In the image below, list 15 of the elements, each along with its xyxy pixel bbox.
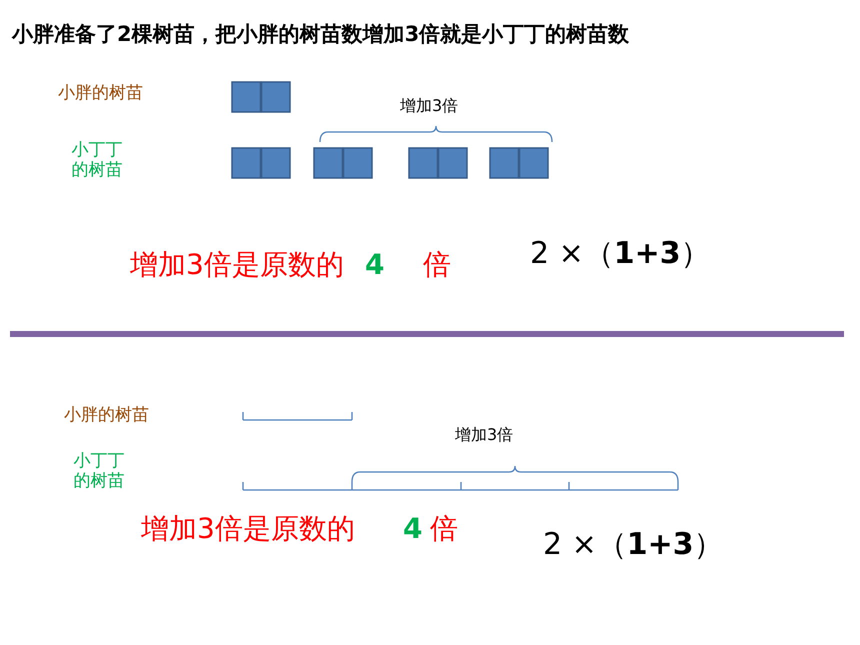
formula-text: 2 ×（1+3） <box>543 528 724 562</box>
formula-text: 2 ×（1+3） <box>530 237 711 272</box>
brace-label: 增加3倍 <box>400 97 458 116</box>
statement-text: 倍 <box>423 249 451 282</box>
row-label: 小胖的树苗 <box>58 84 143 104</box>
highlighted-number: 4 <box>365 249 384 282</box>
title-text: 小胖准备了2棵树苗，把小胖的树苗数增加3倍就是小丁丁的树苗数 <box>12 22 630 46</box>
brace-label: 增加3倍 <box>455 426 514 444</box>
statement-text: 增加3倍是原数的 <box>141 513 355 546</box>
statement-text: 增加3倍是原数的 <box>130 249 344 282</box>
row-label: 小胖的树苗 <box>64 406 149 426</box>
row-label: 小丁丁的树苗 <box>72 452 126 492</box>
row-label: 小丁丁的树苗 <box>70 141 124 180</box>
highlighted-number: 4 <box>403 513 422 546</box>
statement-text: 倍 <box>430 513 458 546</box>
